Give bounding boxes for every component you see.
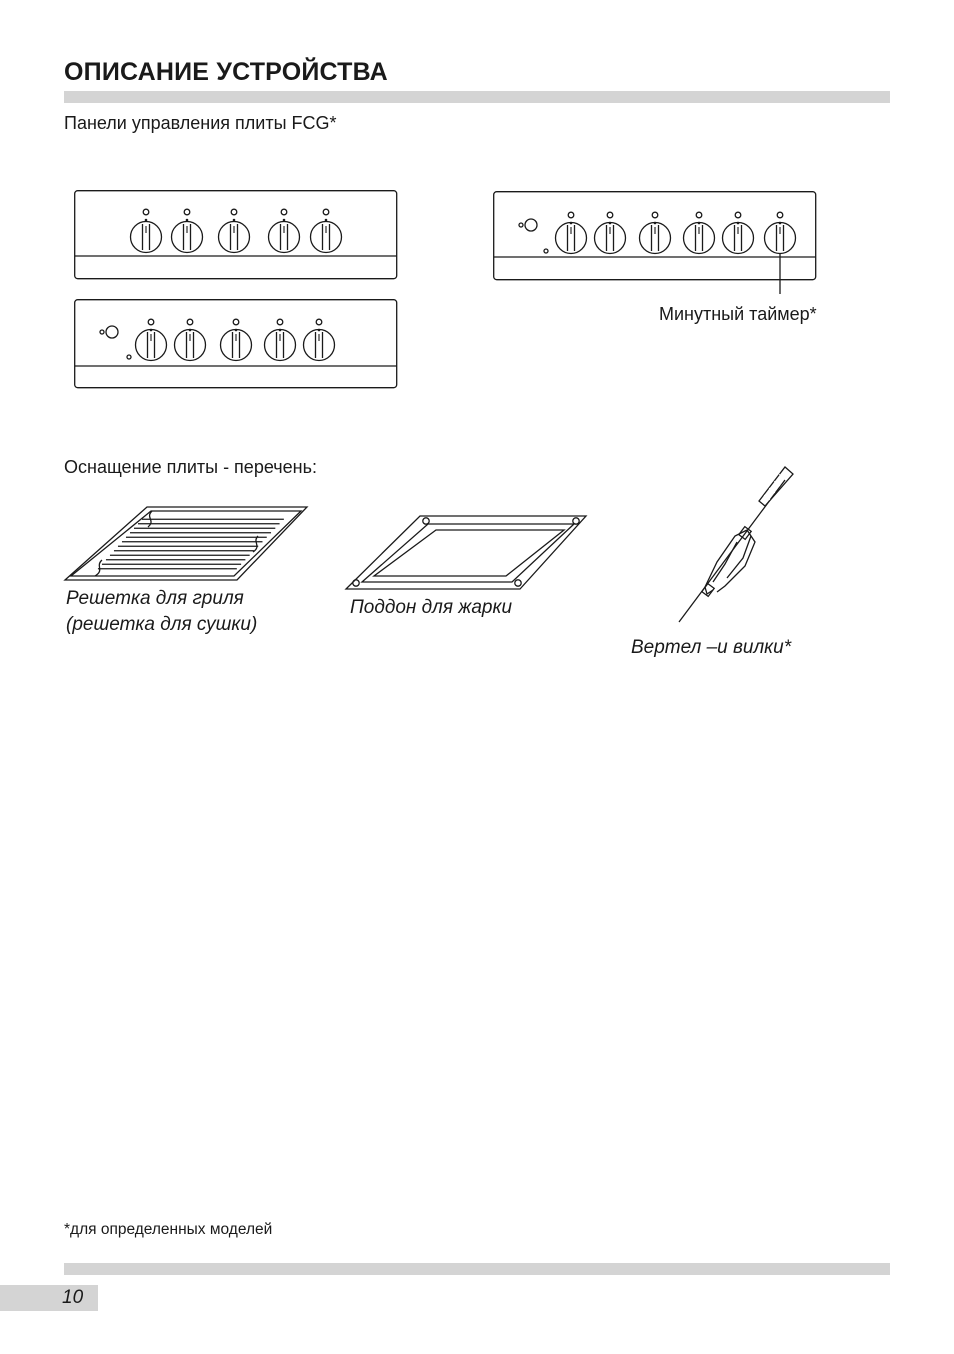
burner-symbol-icon — [322, 208, 330, 222]
control-panel-six-knobs-timer — [493, 191, 817, 294]
grill-rack-label-1: Решетка для гриля — [66, 588, 244, 609]
grill-rack-label-2: (решетка для сушки) — [66, 614, 258, 635]
indicator-light-icon — [543, 248, 549, 254]
burner-symbol-icon — [567, 211, 575, 225]
panels-caption: Панели управления плиты FCG* — [64, 113, 337, 133]
indicator-light-icon — [126, 354, 132, 360]
control-knob — [682, 211, 716, 255]
control-knob — [554, 211, 588, 255]
control-knob — [170, 208, 204, 254]
control-knob — [593, 211, 627, 255]
control-knob — [309, 208, 343, 254]
header-divider — [64, 91, 890, 103]
ignition-icon — [518, 222, 524, 228]
control-knob — [763, 211, 797, 255]
ignition-icon — [99, 329, 105, 335]
ignition-button — [105, 325, 119, 339]
burner-symbol-icon — [183, 208, 191, 222]
control-knob — [638, 211, 672, 255]
footer-divider — [64, 1263, 890, 1275]
control-knob — [134, 318, 168, 362]
burner-symbol-icon — [695, 211, 703, 225]
control-knob — [173, 318, 207, 362]
roasting-tray-illustration — [344, 515, 588, 590]
rotisserie-illustration — [678, 466, 794, 623]
burner-symbol-icon — [315, 318, 323, 332]
control-panel-igniter-five-knobs — [74, 299, 398, 389]
control-knob — [302, 318, 336, 362]
burner-symbol-icon — [276, 318, 284, 332]
burner-symbol-icon — [280, 208, 288, 222]
rack-bars — [97, 518, 284, 570]
burner-symbol-icon — [230, 208, 238, 222]
burner-symbol-icon — [232, 318, 240, 332]
control-panel-five-knobs — [74, 190, 398, 280]
burner-symbol-icon — [147, 318, 155, 332]
control-knob — [267, 208, 301, 254]
grill-rack-illustration — [63, 506, 309, 581]
burner-symbol-icon — [651, 211, 659, 225]
burner-symbol-icon — [776, 211, 784, 225]
minute-timer-label: Минутный таймер* — [659, 304, 817, 324]
rotisserie-label: Вертел –и вилки* — [631, 637, 792, 658]
footnote: *для определенных моделей — [64, 1221, 273, 1238]
burner-symbol-icon — [734, 211, 742, 225]
burner-symbol-icon — [606, 211, 614, 225]
page-title: ОПИСАНИЕ УСТРОЙСТВА — [64, 58, 388, 86]
burner-symbol-icon — [186, 318, 194, 332]
burner-symbol-icon — [142, 208, 150, 222]
knob-group — [129, 208, 343, 254]
control-knob — [217, 208, 251, 254]
page-number: 10 — [62, 1287, 84, 1308]
ignition-button — [524, 218, 538, 232]
control-knob — [721, 211, 755, 255]
page-number-box — [0, 1285, 98, 1311]
control-knob — [219, 318, 253, 362]
control-knob — [263, 318, 297, 362]
roasting-tray-label: Поддон для жарки — [350, 597, 513, 618]
equipment-caption: Оснащение плиты - перечень: — [64, 457, 317, 477]
control-knob — [129, 208, 163, 254]
